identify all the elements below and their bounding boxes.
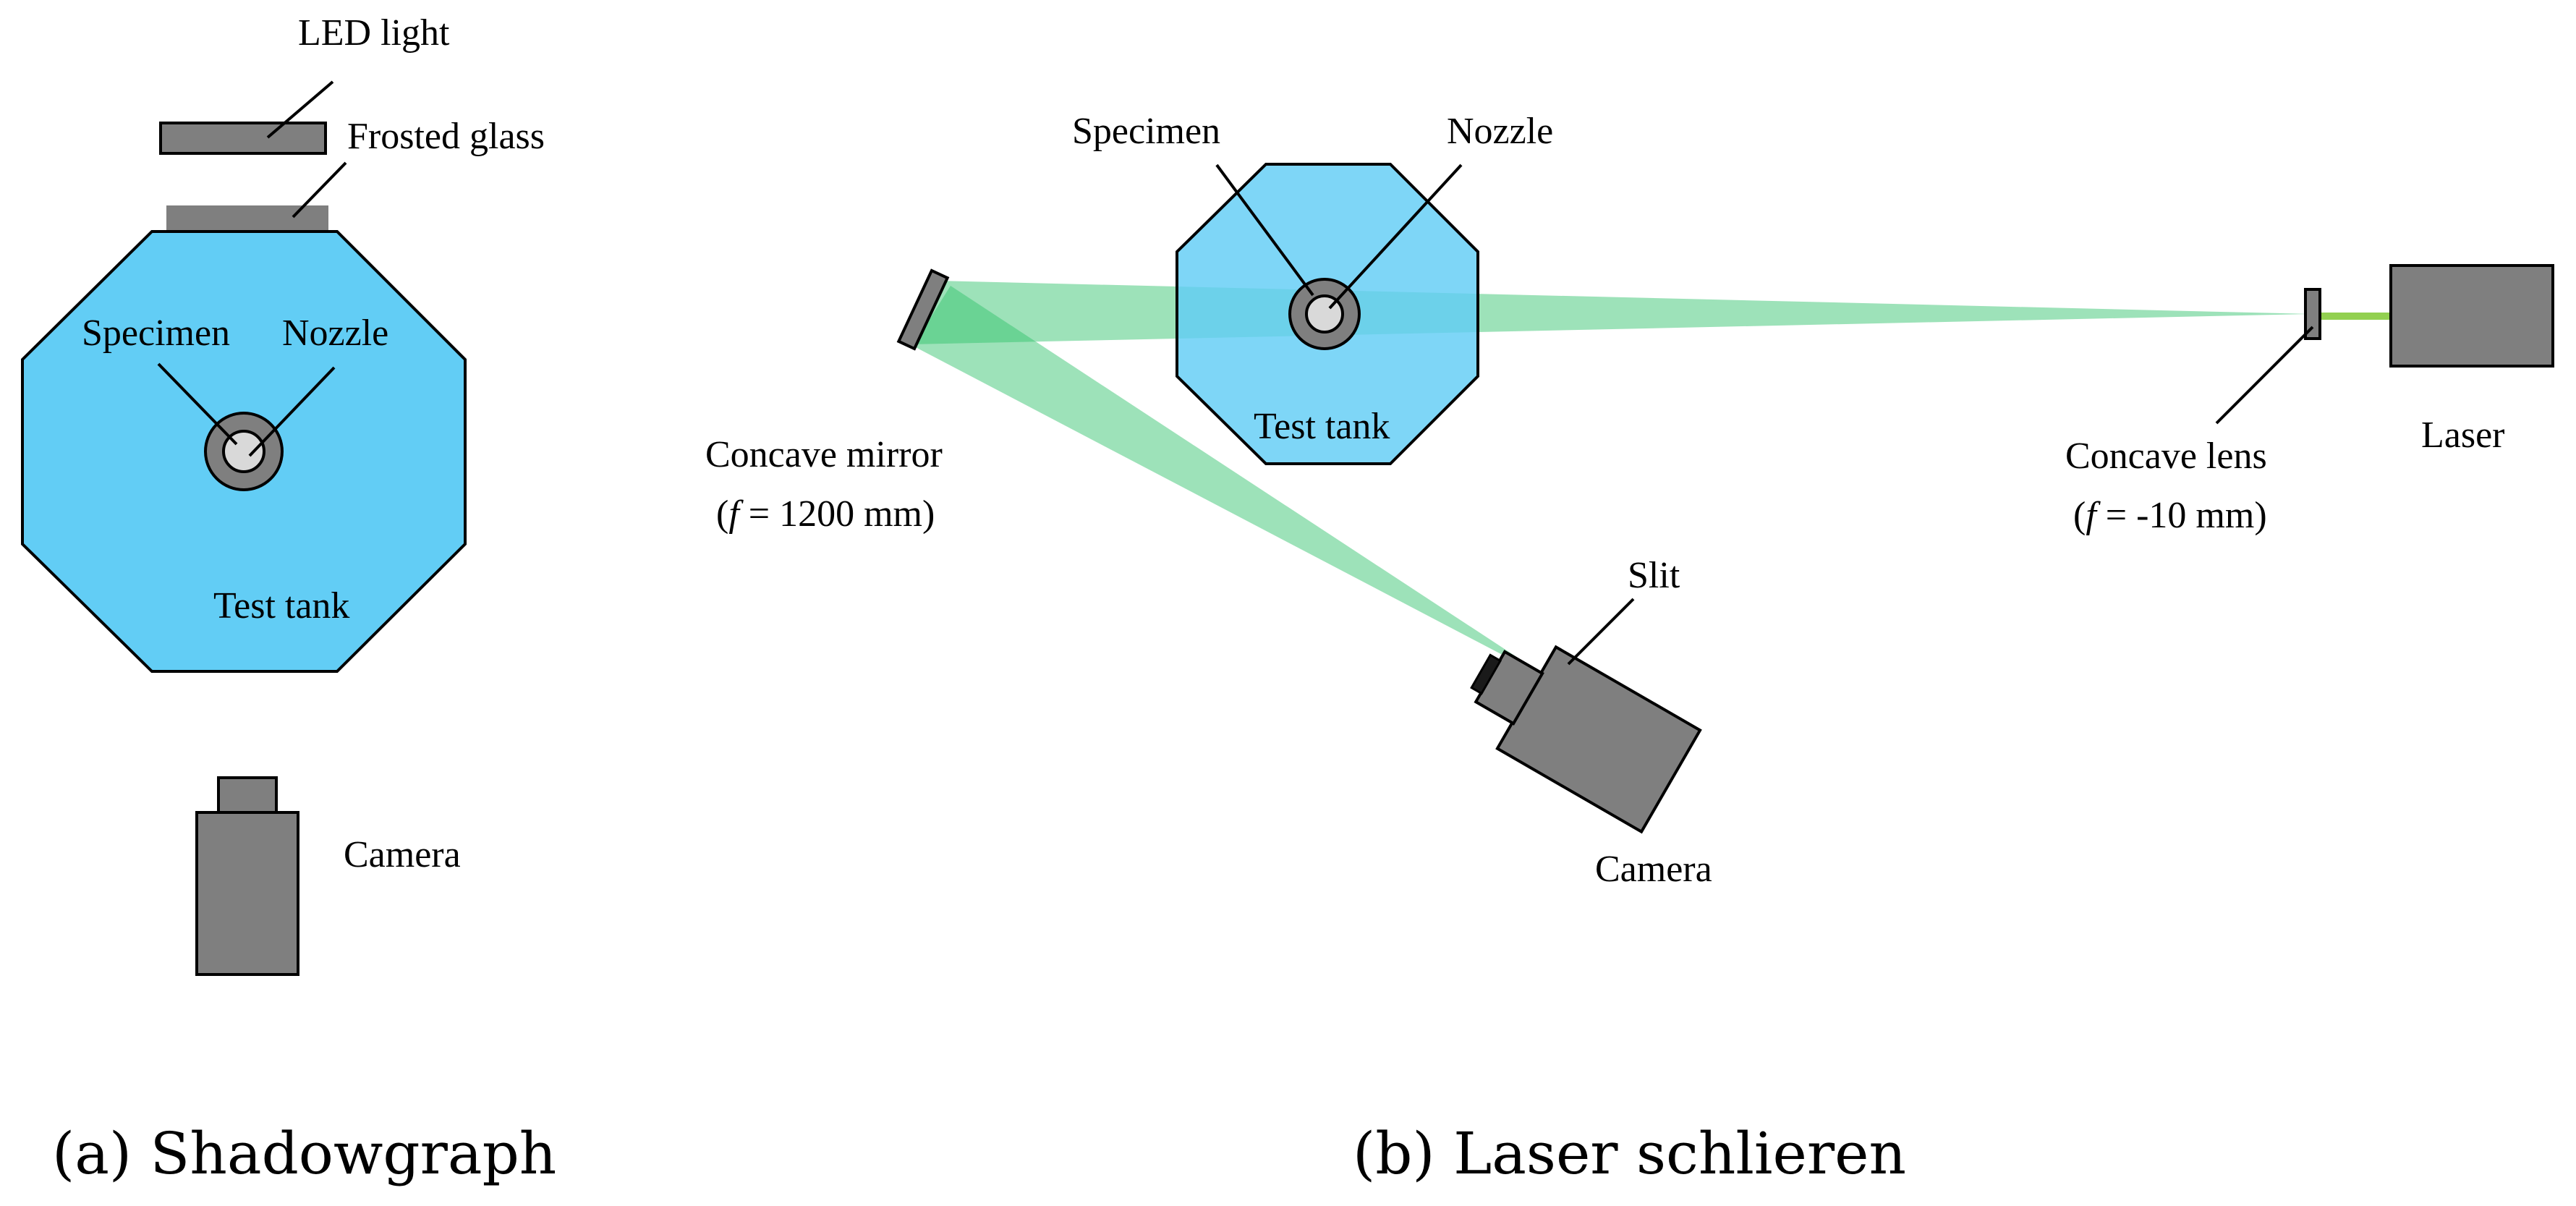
mirror-focal-length: (f = 1200 mm)	[716, 493, 935, 535]
concave-lens	[2304, 288, 2321, 340]
panel-shadowgraph: LED light Frosted glass Specimen Nozzle …	[21, 12, 556, 1187]
camera-body	[195, 811, 299, 976]
laser	[2389, 264, 2554, 368]
beam-incident	[910, 281, 2311, 344]
concave-lens-leader	[2215, 326, 2314, 425]
panel-laser-schlieren: Specimen Nozzle Test tank Concave mirror…	[705, 111, 2554, 1187]
camera-label: Camera	[344, 834, 461, 875]
frosted-glass-leader	[292, 161, 347, 218]
test-tank-label: Test tank	[213, 585, 349, 627]
slit-label: Slit	[1628, 555, 1680, 596]
schlieren-camera	[1470, 645, 1702, 834]
specimen-leader	[1215, 164, 1314, 297]
lens-focal-length: (f = -10 mm)	[2073, 495, 2267, 536]
camera-lens	[217, 776, 278, 815]
beam-reflected	[913, 286, 1557, 684]
slit-leader	[1563, 598, 1624, 604]
specimen-leader	[157, 362, 238, 446]
frosted-glass-label: Frosted glass	[347, 116, 545, 157]
test-tank-label: Test tank	[1254, 406, 1390, 447]
concave-mirror-label: Concave mirror	[705, 434, 943, 475]
nozzle-leader	[248, 366, 336, 457]
concave-lens-label: Concave lens	[2065, 436, 2267, 477]
nozzle-label: Nozzle	[1447, 111, 1553, 152]
nozzle-label: Nozzle	[282, 313, 388, 354]
led-light-leader	[266, 80, 334, 139]
led-light	[159, 122, 327, 155]
specimen-label: Specimen	[1072, 111, 1220, 152]
caption-b: (b) Laser schlieren	[1353, 1120, 1906, 1187]
frosted-glass	[166, 205, 328, 233]
concave-mirror	[896, 268, 950, 351]
nozzle-leader	[1328, 164, 1463, 310]
laser-label: Laser	[2421, 415, 2504, 456]
caption-a: (a) Shadowgraph	[52, 1120, 556, 1187]
led-light-label: LED light	[298, 12, 450, 54]
specimen-label: Specimen	[82, 313, 230, 354]
slit-pointer	[1567, 598, 1635, 666]
slit	[1470, 653, 1502, 695]
camera-label: Camera	[1595, 849, 1712, 890]
